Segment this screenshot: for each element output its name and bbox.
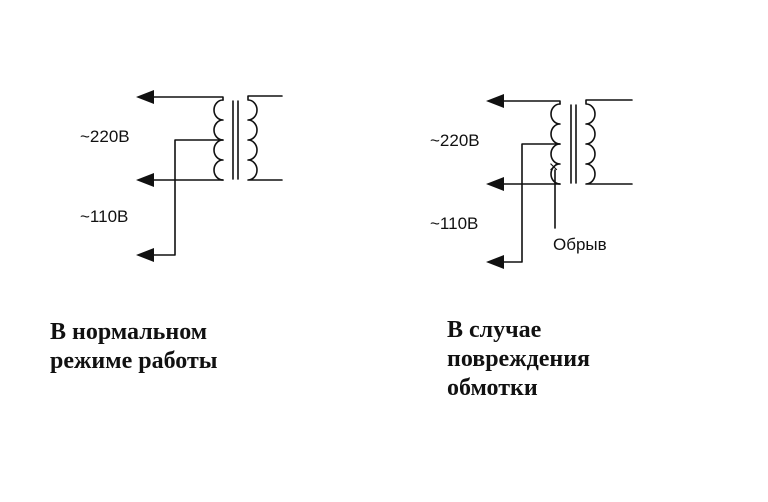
right-top-output-wire bbox=[499, 100, 561, 105]
right-top-arrowhead bbox=[486, 94, 504, 108]
left-tap-wire bbox=[149, 139, 224, 256]
right-secondary-coil bbox=[585, 99, 633, 185]
left-110v-label: ~110В bbox=[80, 207, 128, 226]
left-caption-line-1: В нормальном bbox=[50, 319, 208, 345]
right-220v-label: ~220В bbox=[430, 131, 480, 150]
right-110v-label: ~110В bbox=[430, 214, 478, 233]
right-caption-line-1: В случае bbox=[447, 317, 542, 343]
left-middle-arrowhead bbox=[136, 173, 154, 187]
right-middle-arrowhead bbox=[486, 177, 504, 191]
left-top-output-wire bbox=[149, 96, 224, 101]
left-caption: В нормальном режиме работы bbox=[50, 318, 217, 376]
right-caption-line-2: повреждения bbox=[447, 346, 591, 372]
right-bottom-arrowhead bbox=[486, 255, 504, 269]
left-220v-label: ~220В bbox=[80, 127, 130, 146]
break-marker: × bbox=[549, 159, 558, 176]
left-top-arrowhead bbox=[136, 90, 154, 104]
right-tap-wire bbox=[499, 143, 561, 263]
break-label: Обрыв bbox=[553, 235, 607, 254]
left-bottom-arrowhead bbox=[136, 248, 154, 262]
right-autotransformer-diagram bbox=[499, 99, 633, 263]
left-secondary-coil bbox=[247, 95, 283, 181]
right-caption-line-3: обмотки bbox=[447, 375, 538, 401]
left-caption-line-2: режиме работы bbox=[50, 348, 218, 374]
left-autotransformer-diagram bbox=[149, 95, 283, 256]
right-caption: В случае повреждения обмотки bbox=[447, 316, 590, 403]
